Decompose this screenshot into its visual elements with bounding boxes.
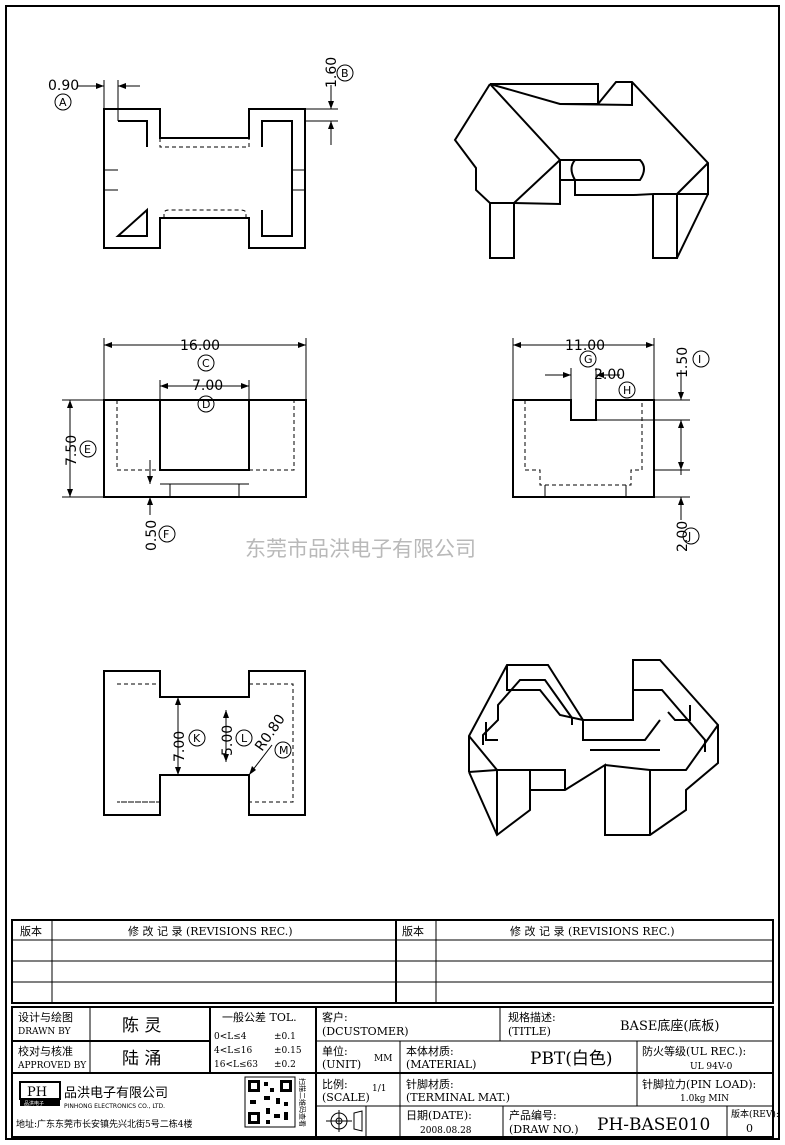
scale-label-en: (SCALE) [322,1091,370,1104]
material-label-cn: 本体材质: [406,1044,454,1058]
dim-i-value: 1.50 [675,347,691,378]
dim-c-marker [197,354,215,372]
dim-f-marker [158,525,176,543]
dim-b-marker [336,64,354,82]
dim-h-label: H [623,384,631,397]
top-view [78,80,338,249]
dim-e-label: E [84,443,91,456]
dim-a-marker [54,93,72,111]
watermark: 东莞市品洪电子有限公司 [245,537,476,561]
dim-d-marker [197,395,215,413]
dim-c-label: C [202,357,210,370]
dim-m-label: M [279,744,289,757]
dim-c-value: 16.00 [180,338,220,354]
dim-j-label: J [687,530,691,543]
dim-e-marker [79,440,97,458]
dim-g-label: G [584,353,593,366]
rev-value: 0 [746,1122,753,1135]
tol-row2-range: 4<L≤16 [214,1046,253,1056]
unit-label-en: (UNIT) [322,1058,361,1071]
front-view [62,338,307,515]
rev-col-record: 修 改 记 录 (REVISIONS REC.) [128,924,293,938]
company-logo-sub: 品洪电子 [24,1100,44,1107]
side-view [512,338,690,520]
ul-value: UL 94V-0 [690,1062,733,1072]
approved-by-value: 陆 涌 [122,1049,161,1069]
tol-row3-value: ±0.2 [274,1060,296,1070]
dim-h-value: 2.00 [594,367,625,383]
dim-l-value: 5.00 [220,725,236,756]
terminal-label-cn: 针脚材质: [406,1077,454,1091]
pin-load-label: 针脚拉力(PIN LOAD): [642,1077,756,1091]
drawno-label-cn: 产品编号: [509,1108,557,1122]
dim-f-label: F [163,528,169,541]
dim-a-value: 0.90 [48,78,79,94]
dim-b-value: 1.60 [324,57,340,88]
drawno-value: PH-BASE010 [597,1115,710,1135]
date-value: 2008.08.28 [420,1126,472,1136]
dim-k-value: 7.00 [172,731,188,762]
material-label-en: (MATERIAL) [406,1058,476,1071]
rev-label: 版本(REV): [731,1108,779,1120]
dim-f-value: 0.50 [144,520,160,551]
company-name: 品洪电子有限公司 [64,1086,168,1101]
unit-label-cn: 单位: [322,1044,348,1058]
spec-label-cn: 规格描述: [508,1010,556,1024]
spec-label-en: (TITLE) [508,1025,551,1038]
iso-view-bottom [468,659,719,837]
title-block-grid [11,1006,774,1138]
terminal-label-en: (TERMINAL MAT.) [406,1091,510,1104]
qr-side-text: 扫描二维码查看 [298,1078,307,1127]
approved-by-label-en: APPROVED BY [17,1061,87,1071]
dim-j-marker [682,527,700,545]
tolerance-title: 一般公差 TOL. [222,1010,297,1024]
drawn-by-value: 陈 灵 [122,1016,161,1036]
dim-i-marker [692,350,710,368]
company-logo: PH [27,1085,47,1100]
drawno-label-en: (DRAW NO.) [509,1123,578,1136]
drawing-frame [5,5,780,1140]
dim-a-label: A [59,96,67,109]
company-name-en: PINHONG ELECTRONICS CO., LTD. [64,1103,165,1110]
dim-e-value: 7.50 [64,435,80,466]
tol-row2-value: ±0.15 [274,1046,302,1056]
customer-label-cn: 客户: [322,1010,348,1024]
dim-d-label: D [202,398,210,411]
pin-load-value: 1.0kg MIN [680,1094,729,1104]
spec-value: BASE底座(底板) [620,1018,719,1034]
iso-view-top [453,81,709,259]
tol-row3-range: 16<L≤63 [214,1060,258,1070]
rev-col-version: 版本 [20,924,42,938]
material-value: PBT(白色) [530,1049,613,1069]
dim-d-value: 7.00 [192,378,223,394]
tol-row1-value: ±0.1 [274,1032,296,1042]
drawn-by-label-cn: 设计与绘图 [18,1010,73,1024]
company-address: 地址:广东东莞市长安镇先兴北街5号二栋4楼 [16,1118,193,1130]
scale-value: 1/1 [372,1084,386,1094]
dim-h-marker [618,381,636,399]
dim-l-label: L [241,732,248,745]
unit-value: MM [374,1054,392,1064]
revisions-table [11,919,774,1004]
dim-g-value: 11.00 [565,338,605,354]
tol-row1-range: 0<L≤4 [214,1032,247,1042]
date-label: 日期(DATE): [406,1109,472,1122]
dim-k-label: K [193,732,201,745]
dim-k-marker [188,729,206,747]
ul-label: 防火等级(UL REC.): [642,1044,746,1058]
scale-label-cn: 比例: [322,1077,348,1091]
rev-col-record-2: 修 改 记 录 (REVISIONS REC.) [510,924,675,938]
bottom-view [103,670,306,816]
dim-m-marker [274,741,292,759]
dim-g-marker [579,350,597,368]
rev-col-version-2: 版本 [402,924,424,938]
dim-l-marker [235,729,253,747]
dim-i-label: I [698,353,701,366]
drawn-by-label-en: DRAWN BY [18,1027,72,1037]
customer-label-en: (DCUSTOMER) [322,1025,409,1038]
dim-b-label: B [341,67,349,80]
approved-by-label-cn: 校对与核准 [18,1044,73,1058]
